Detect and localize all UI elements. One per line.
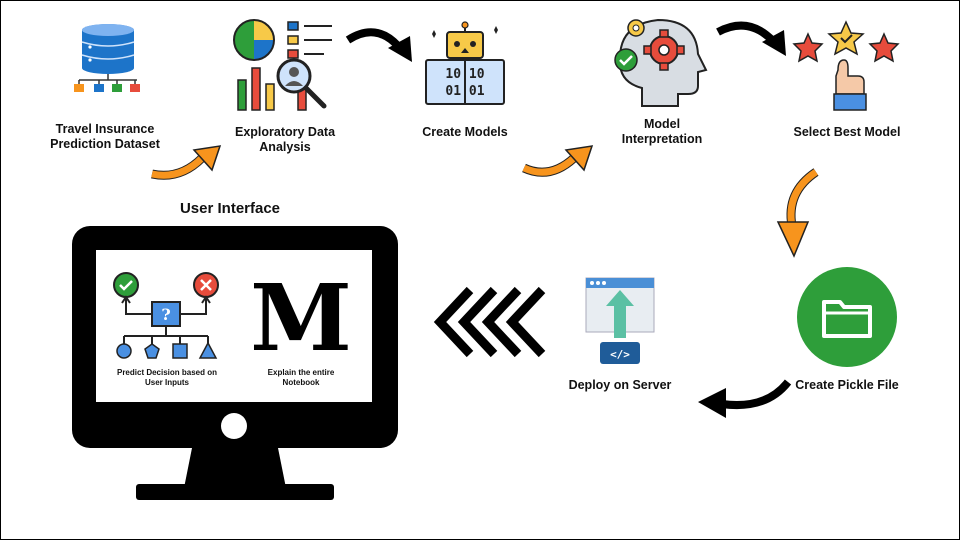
robot-icon: 10 10 01 01 (425, 21, 505, 105)
explain-label: Explain the entire Notebook (267, 368, 335, 387)
step-best-label: Select Best Model (793, 125, 901, 139)
decision-tree-icon: ? (113, 272, 219, 359)
step-pickle-label: Create Pickle File (795, 378, 899, 392)
brain-gear-icon (614, 18, 708, 107)
decision-mark: ? (161, 305, 170, 324)
predict-label: Predict Decision based on User Inputs (116, 368, 218, 387)
step-deploy-label: Deploy on Server (568, 378, 672, 392)
binary-row-1: 10 10 (445, 67, 484, 82)
step-eda-label: Exploratory Data Analysis (234, 125, 336, 154)
database-icon (74, 24, 140, 92)
monitor-icon (72, 226, 398, 500)
step-interpretation-label: Model Interpretation (621, 117, 703, 146)
arrow-eda-to-models (345, 28, 412, 62)
arrow-dataset-to-eda (151, 145, 222, 180)
step-dataset-label: Travel Insurance Prediction Dataset (50, 122, 160, 151)
user-interface-title: User Interface (179, 200, 281, 217)
arrow-models-to-interpretation (522, 145, 594, 177)
chevron-arrows-icon (433, 286, 546, 358)
arrow-pickle-to-deploy (698, 379, 792, 418)
step-models-label: Create Models (422, 125, 508, 139)
arrow-best-to-pickle (776, 168, 819, 258)
binary-row-2: 01 01 (445, 84, 484, 99)
rating-stars-icon (792, 20, 900, 111)
folder-icon (797, 267, 897, 367)
arrow-interpretation-to-best (716, 21, 786, 56)
medium-logo-letter: M (250, 264, 352, 372)
analytics-icon (233, 19, 332, 111)
medium-logo: M (250, 264, 352, 372)
deploy-upload-icon: </> (585, 277, 655, 364)
code-mark: </> (610, 348, 630, 361)
